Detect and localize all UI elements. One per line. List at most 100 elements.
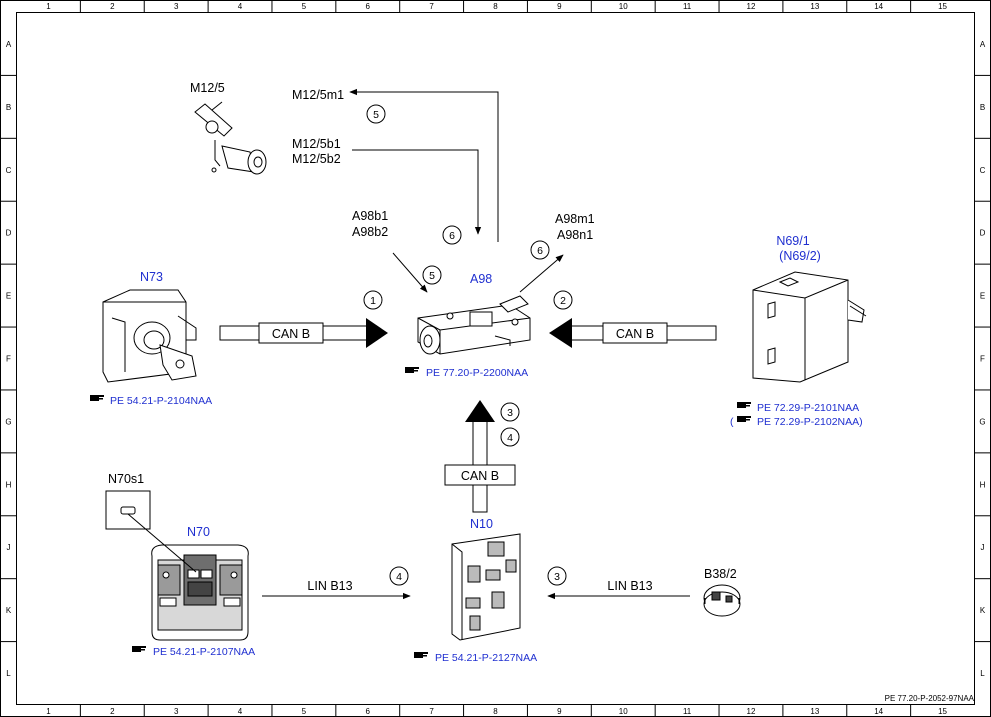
grid-col-bottom: 7 [429, 707, 434, 716]
grid-col-top: 11 [683, 2, 692, 11]
grid-row-right: G [979, 417, 985, 426]
svg-text:PE 77.20-P-2200NAA: PE 77.20-P-2200NAA [426, 367, 528, 379]
n70-ref: PE 54.21-P-2107NAA [132, 646, 255, 658]
grid-col-top: 1 [46, 2, 51, 11]
grid-col-top: 9 [557, 2, 562, 11]
grid-col-bottom: 8 [493, 707, 498, 716]
n69-1-label: N69/1 [776, 234, 809, 248]
grid-col-bottom: 12 [747, 707, 756, 716]
grid-col-top: 12 [747, 2, 756, 11]
grid-col-bottom: 13 [810, 707, 819, 716]
n70s1-label: N70s1 [108, 472, 144, 486]
n73-label: N73 [140, 270, 163, 284]
grid-col-top: 10 [619, 2, 628, 11]
grid-col-top: 5 [302, 2, 307, 11]
m12-5-label: M12/5 [190, 81, 225, 95]
grid-row-right: H [980, 480, 986, 489]
grid-row-left: B [6, 103, 11, 112]
a98-sunroof-motor-illustration [417, 295, 531, 355]
svg-text:3: 3 [507, 407, 513, 419]
n73-ignition-switch-illustration [102, 289, 197, 383]
footer-document-code: PE 77.20-P-2052-97NAA [885, 694, 975, 703]
grid-row-right: E [980, 292, 985, 301]
svg-text:PE 72.29-P-2102NAA): PE 72.29-P-2102NAA) [757, 416, 863, 428]
n69-1-module-illustration [752, 271, 867, 383]
a98-label: A98 [470, 272, 492, 286]
a98m-line [519, 254, 564, 293]
b38-2-sensor-illustration [703, 584, 741, 617]
grid-row-left: G [5, 417, 11, 426]
grid-col-bottom: 3 [174, 707, 179, 716]
grid-col-bottom: 4 [238, 707, 243, 716]
a98m1-label: A98m1 [555, 212, 595, 226]
grid-row-right: F [980, 355, 985, 364]
n10-module-illustration [451, 533, 521, 641]
grid-col-bottom: 2 [110, 707, 115, 716]
step-3-lin: 3 [547, 566, 567, 586]
grid-row-right: C [980, 166, 986, 175]
grid-row-right: J [981, 543, 985, 552]
step-4-can: 4 [500, 427, 520, 447]
grid-col-bottom: 11 [683, 707, 692, 716]
can-bus-left: CAN B [219, 318, 388, 348]
n73-ref: PE 54.21-P-2104NAA [90, 395, 212, 407]
svg-text:5: 5 [429, 270, 435, 282]
lin-bus-left: LIN B13 [262, 579, 411, 600]
can-bus-right: CAN B [549, 318, 717, 348]
n70-overhead-panel-illustration [127, 513, 249, 641]
a98b-line [392, 252, 428, 293]
n70s1-switch-illustration [105, 490, 151, 530]
step-5-m12: 5 [366, 104, 386, 124]
grid-row-left: D [6, 229, 12, 238]
grid-row-right: L [980, 669, 985, 678]
step-3-can: 3 [500, 402, 520, 422]
step-5-a98b: 5 [422, 265, 442, 285]
m12-5b2-label: M12/5b2 [292, 152, 341, 166]
grid-row-left: E [6, 292, 11, 301]
grid-row-right: K [980, 606, 986, 615]
m12-5b-line [352, 149, 482, 235]
step-6-m12b: 6 [442, 225, 462, 245]
grid-row-right: D [980, 229, 986, 238]
svg-text:5: 5 [373, 109, 379, 121]
grid-col-bottom: 6 [366, 707, 371, 716]
b38-2-label: B38/2 [704, 567, 737, 581]
lin-bus-right-label: LIN B13 [607, 579, 652, 593]
svg-text:4: 4 [396, 571, 402, 583]
grid-col-top: 7 [429, 2, 434, 11]
grid-col-bottom: 1 [46, 707, 51, 716]
svg-text:1: 1 [370, 295, 376, 307]
svg-text:4: 4 [507, 432, 513, 444]
m12-5m1-label: M12/5m1 [292, 88, 344, 102]
m12-5b1-label: M12/5b1 [292, 137, 341, 151]
m12-5m1-line [349, 88, 499, 242]
grid-row-right: B [980, 103, 985, 112]
step-2: 2 [553, 290, 573, 310]
svg-text:PE 72.29-P-2101NAA: PE 72.29-P-2101NAA [757, 402, 859, 414]
grid-row-right: A [980, 40, 986, 49]
lin-bus-right: LIN B13 [547, 579, 690, 600]
can-bus-right-label: CAN B [616, 327, 654, 341]
n69-2-label: (N69/2) [779, 249, 821, 263]
svg-text:PE 54.21-P-2104NAA: PE 54.21-P-2104NAA [110, 395, 212, 407]
svg-text:6: 6 [449, 230, 455, 242]
svg-text:3: 3 [554, 571, 560, 583]
step-6-a98m: 6 [530, 240, 550, 260]
a98b1-label: A98b1 [352, 209, 388, 223]
svg-text:6: 6 [537, 245, 543, 257]
grid-row-left: F [6, 355, 11, 364]
can-bus-vertical-label: CAN B [461, 469, 499, 483]
grid-row-left: L [6, 669, 11, 678]
grid-col-bottom: 15 [938, 707, 947, 716]
n70-label: N70 [187, 525, 210, 539]
a98n1-label: A98n1 [557, 228, 593, 242]
grid-row-left: H [6, 480, 12, 489]
step-4-lin: 4 [389, 566, 409, 586]
grid-col-bottom: 14 [874, 707, 883, 716]
grid-col-bottom: 10 [619, 707, 628, 716]
step-1: 1 [363, 290, 383, 310]
step-circles: 1 2 3 4 5 5 6 6 4 3 [363, 104, 573, 586]
n10-label: N10 [470, 517, 493, 531]
svg-text:2: 2 [560, 295, 566, 307]
can-bus-vertical: CAN B [444, 400, 516, 513]
